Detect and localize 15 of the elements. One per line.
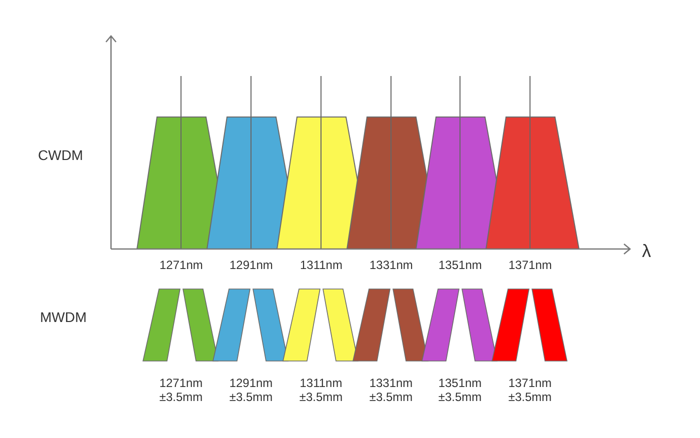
wavelength-label: 1311nm: [300, 258, 342, 272]
wavelength-label: 1291nm ±3.5mm: [228, 376, 274, 404]
wavelength-label: 1351nm ±3.5mm: [437, 376, 483, 404]
wavelength-label: 1351nm: [438, 258, 482, 272]
wavelength-label: 1371nm: [508, 258, 552, 272]
wavelength-label: 1271nm ±3.5mm: [158, 376, 204, 404]
wavelength-label: 1271nm: [160, 258, 203, 272]
axis-label: λ: [642, 240, 651, 262]
wavelength-label: 1331nm ±3.5mm: [368, 376, 414, 404]
row-label: MWDM: [40, 309, 87, 325]
wavelength-label: 1371nm ±3.5mm: [507, 376, 553, 404]
wavelength-label: 1291nm: [230, 258, 273, 272]
row-label: CWDM: [38, 147, 84, 163]
wavelength-label: 1331nm: [370, 258, 413, 272]
wavelength-label: 1311nm ±3.5mm: [298, 376, 344, 404]
